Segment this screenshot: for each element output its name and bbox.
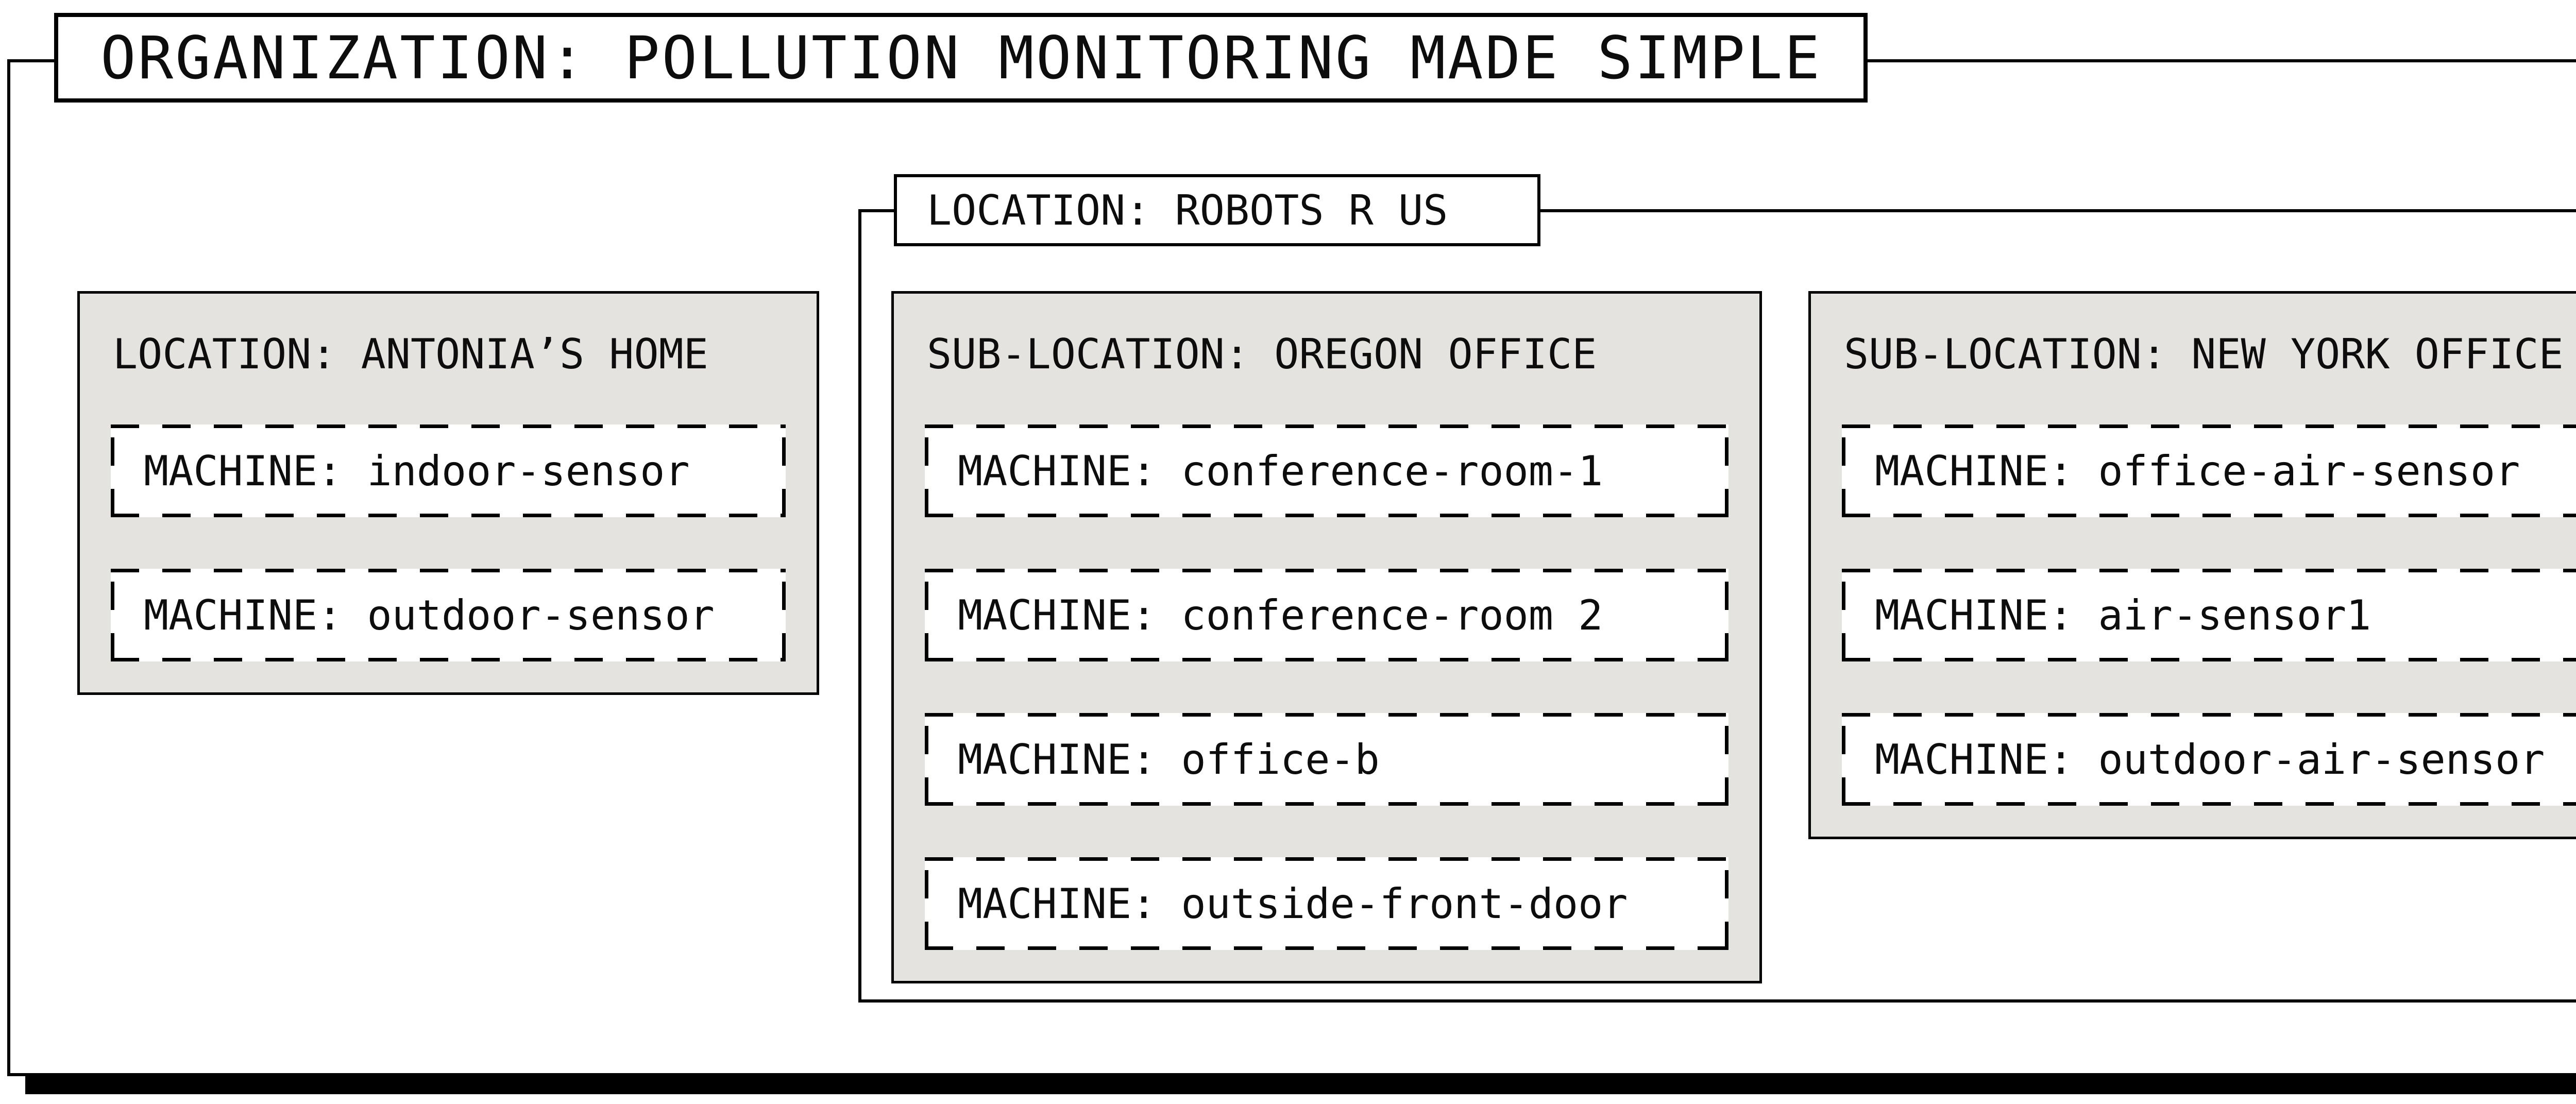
- location-robots-r-us-label: LOCATION: ROBOTS R US: [927, 186, 1448, 234]
- machine-box-outdoor-air-sensor: MACHINE: outdoor-air-sensor: [1842, 713, 2576, 806]
- machine-box-air-sensor1: MACHINE: air-sensor1: [1842, 569, 2576, 661]
- sublocation-oregon-office-box: SUB-LOCATION: OREGON OFFICE MACHINE: con…: [891, 291, 1762, 983]
- sublocation-new-york-office-label: SUB-LOCATION: NEW YORK OFFICE: [1844, 330, 2564, 378]
- location-robots-r-us-label-box: LOCATION: ROBOTS R US: [894, 174, 1540, 246]
- location-antonias-home-box: LOCATION: ANTONIA’S HOME MACHINE: indoor…: [77, 291, 819, 695]
- machine-box-indoor-sensor: MACHINE: indoor-sensor: [111, 424, 786, 517]
- organization-label-box: ORGANIZATION: POLLUTION MONITORING MADE …: [54, 13, 1868, 103]
- machine-box-outdoor-sensor: MACHINE: outdoor-sensor: [111, 569, 786, 661]
- machine-box-office-b: MACHINE: office-b: [925, 713, 1728, 806]
- machine-box-outside-front-door: MACHINE: outside-front-door: [925, 857, 1728, 950]
- sublocation-oregon-office-label: SUB-LOCATION: OREGON OFFICE: [927, 330, 1597, 378]
- machine-box-office-air-sensor: MACHINE: office-air-sensor: [1842, 424, 2576, 517]
- machine-box-conference-room-1: MACHINE: conference-room-1: [925, 424, 1728, 517]
- machine-box-conference-room-2: MACHINE: conference-room 2: [925, 569, 1728, 661]
- sublocation-new-york-office-box: SUB-LOCATION: NEW YORK OFFICE MACHINE: o…: [1808, 291, 2576, 839]
- location-antonias-home-label: LOCATION: ANTONIA’S HOME: [113, 330, 708, 378]
- organization-label: ORGANIZATION: POLLUTION MONITORING MADE …: [100, 23, 1822, 92]
